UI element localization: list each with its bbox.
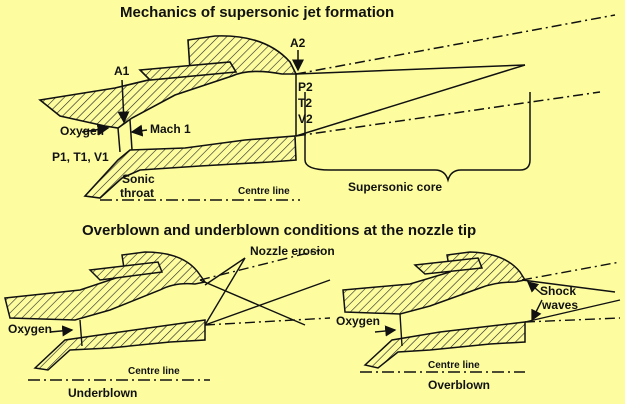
left-jet-lower-dashdot [204, 317, 331, 326]
jet-upper-dashdot [295, 14, 616, 75]
left-throat [79, 319, 83, 347]
label-oxygen: Oxygen [60, 124, 105, 138]
top-title: Mechanics of supersonic jet formation [120, 4, 395, 21]
left-lower-wall [33, 319, 206, 371]
right-centre-line-label: Centre line [428, 360, 480, 371]
label-supersonic-core: Supersonic core [348, 180, 443, 194]
label-a1: A1 [114, 64, 130, 78]
right-lines [360, 261, 621, 373]
throat-line-1 [117, 127, 121, 153]
supersonic-brace [304, 92, 531, 183]
right-oxygen-arrow [374, 325, 397, 337]
right-jet-lower-dashdot [524, 317, 621, 323]
oxygen-arrow [81, 123, 110, 136]
label-a2: A2 [290, 36, 306, 50]
right-waves-label: waves [542, 298, 579, 312]
left-caption: Underblown [68, 386, 138, 400]
right-oxygen-label: Oxygen [336, 314, 381, 328]
left-jet-upper [199, 279, 306, 326]
right-upper-wall [342, 251, 527, 315]
left-upper-wall [4, 251, 207, 321]
shock-pointer-2 [531, 299, 543, 322]
left-upper-fin [88, 261, 164, 281]
right-nozzle [342, 251, 527, 369]
top-lower-wall [83, 135, 297, 199]
label-throat: throat [120, 186, 154, 200]
left-jet-lower [204, 279, 331, 326]
label-p2: P2 [298, 80, 313, 94]
left-lines [28, 249, 331, 381]
jet-upper-line [295, 64, 526, 75]
erosion-pointer-2 [204, 257, 246, 326]
label-t2: T2 [298, 96, 313, 110]
erosion-pointer-1 [204, 257, 246, 286]
mach-arrow [130, 124, 148, 137]
throat-line-2 [129, 119, 133, 151]
right-jet-upper-dashdot [521, 261, 621, 281]
label-sonic: Sonic [122, 172, 155, 186]
label-mach: Mach 1 [150, 122, 191, 136]
right-upper-fin [413, 257, 484, 275]
label-inlet-state: P1, T1, V1 [52, 150, 109, 164]
top-nozzle [38, 35, 298, 199]
left-oxygen-label: Oxygen [8, 322, 53, 336]
right-throat [399, 313, 403, 347]
shock-pointer-1 [526, 281, 543, 295]
right-lower-wall [363, 321, 526, 369]
right-caption: Overblown [428, 378, 491, 392]
right-shock-label: Shock [540, 284, 577, 298]
top-upper-wall [38, 35, 298, 129]
label-v2: V2 [298, 112, 313, 126]
label-top-centre-line: Centre line [238, 186, 290, 197]
top-upper-fin [138, 61, 238, 81]
left-nozzle-erosion-label: Nozzle erosion [250, 244, 335, 258]
top-lines [81, 14, 616, 201]
left-oxygen-arrow [49, 325, 74, 337]
a1-arrow [117, 79, 130, 124]
core-top-line [295, 64, 526, 137]
bottom-title: Overblown and underblown conditions at t… [82, 222, 477, 239]
core-bottom-line [295, 91, 601, 137]
left-nozzle [4, 251, 207, 371]
left-centre-line-label: Centre line [128, 366, 180, 377]
